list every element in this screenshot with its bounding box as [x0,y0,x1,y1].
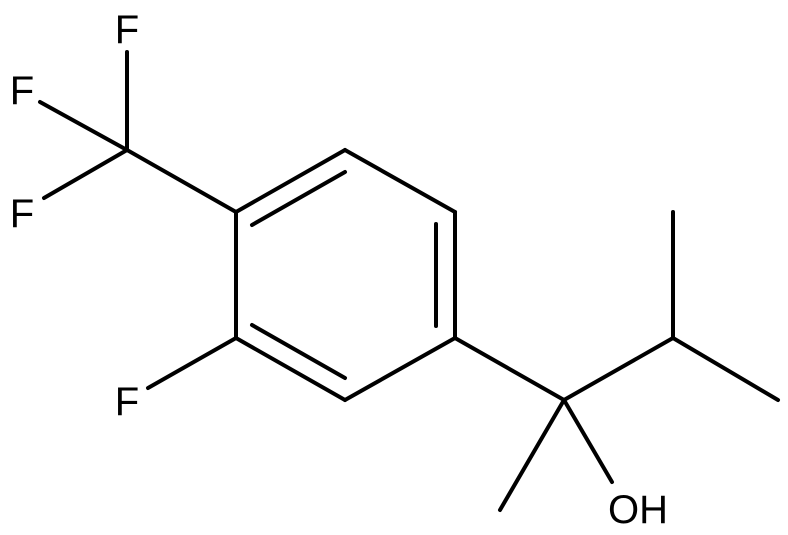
atom-f-top: F [115,8,139,52]
ring-bond-bottom-left-inner [250,323,347,380]
trifluoromethyl-group: F F F [10,8,238,236]
benzene-ring [234,148,457,402]
side-chain: OH [453,210,780,532]
ring-bond-top-left-inner [250,170,347,227]
ring-bond-bottom-left [234,336,347,402]
atom-f-ring: F [115,380,139,424]
bond-c-f-left [38,100,129,152]
bond-carbinol-to-methyl [498,398,566,512]
ring-bond-bottom-right [343,336,457,402]
atom-hydroxyl: OH [608,488,668,532]
ring-bond-top-left [234,148,347,214]
bond-carbinol-to-isopropyl [562,336,675,402]
atom-f-left: F [10,69,34,113]
bond-ring-f [146,336,238,390]
ring-fluorine: F [115,336,238,424]
bond-carbinol-to-oh [562,398,614,484]
bond-isopropyl-methyl-right [671,336,780,402]
bond-ring-to-carbinol [453,336,566,402]
bond-ring-to-cf3 [125,148,238,214]
atom-f-lower: F [10,192,34,236]
ring-bond-top-right [343,148,457,214]
bond-c-f-lower [42,148,129,200]
